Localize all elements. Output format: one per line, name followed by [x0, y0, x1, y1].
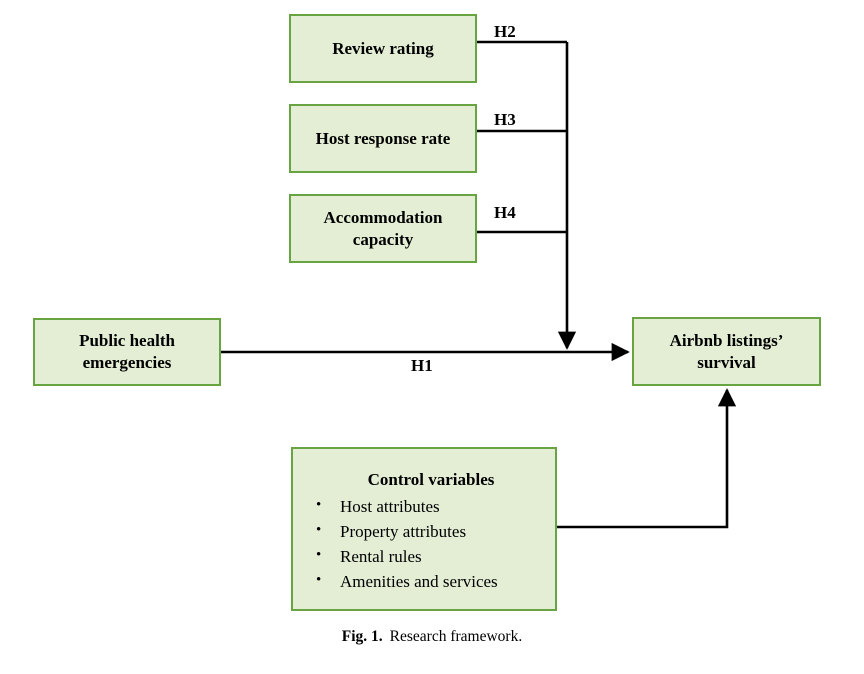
figure-caption-text: Research framework.: [389, 628, 523, 645]
list-item: • Property attributes: [315, 519, 555, 544]
list-item-label: Property attributes: [340, 521, 467, 541]
control-variables-title: Control variables: [367, 470, 495, 489]
node-airbnb-listings-survival: Airbnb listings’ survival: [632, 317, 821, 386]
list-item-label: Amenities and services: [340, 572, 498, 592]
node-public-health-emergencies: Public health emergencies: [33, 318, 221, 386]
list-item: • Rental rules: [315, 544, 555, 569]
control-variables-content: Control variables • Host attributes • Pr…: [293, 449, 555, 594]
list-item-label: Rental rules: [340, 547, 422, 567]
node-airbnb-listings-survival-label: Airbnb listings’ survival: [669, 330, 784, 372]
bullet-icon: •: [316, 521, 322, 538]
list-item: • Host attributes: [315, 494, 555, 519]
node-control-variables: Control variables • Host attributes • Pr…: [291, 447, 557, 611]
bullet-icon: •: [316, 572, 322, 589]
edge-label-h3: H3: [494, 110, 516, 129]
list-item: • Amenities and services: [315, 569, 555, 594]
list-item-label: Host attributes: [340, 496, 440, 516]
control-variables-list: • Host attributes • Property attributes …: [293, 494, 555, 595]
edge-label-h1: H1: [411, 356, 433, 375]
bullet-icon: •: [316, 547, 322, 564]
edge-label-h4: H4: [494, 203, 516, 222]
edge-label-h2: H2: [494, 22, 516, 41]
figure-caption-number: Fig. 1.: [341, 628, 383, 645]
node-accommodation-capacity-label: Accommodation capacity: [323, 207, 443, 249]
bullet-icon: •: [316, 496, 322, 513]
node-review-rating-label: Review rating: [332, 38, 434, 58]
node-host-response-rate-label: Host response rate: [315, 128, 451, 148]
figure-caption: Fig. 1. Research framework.: [0, 628, 864, 646]
node-accommodation-capacity: Accommodation capacity: [289, 194, 477, 263]
node-host-response-rate: Host response rate: [289, 104, 477, 173]
node-public-health-emergencies-label: Public health emergencies: [79, 331, 175, 372]
edge-controls-path: [557, 388, 737, 529]
node-review-rating: Review rating: [289, 14, 477, 83]
